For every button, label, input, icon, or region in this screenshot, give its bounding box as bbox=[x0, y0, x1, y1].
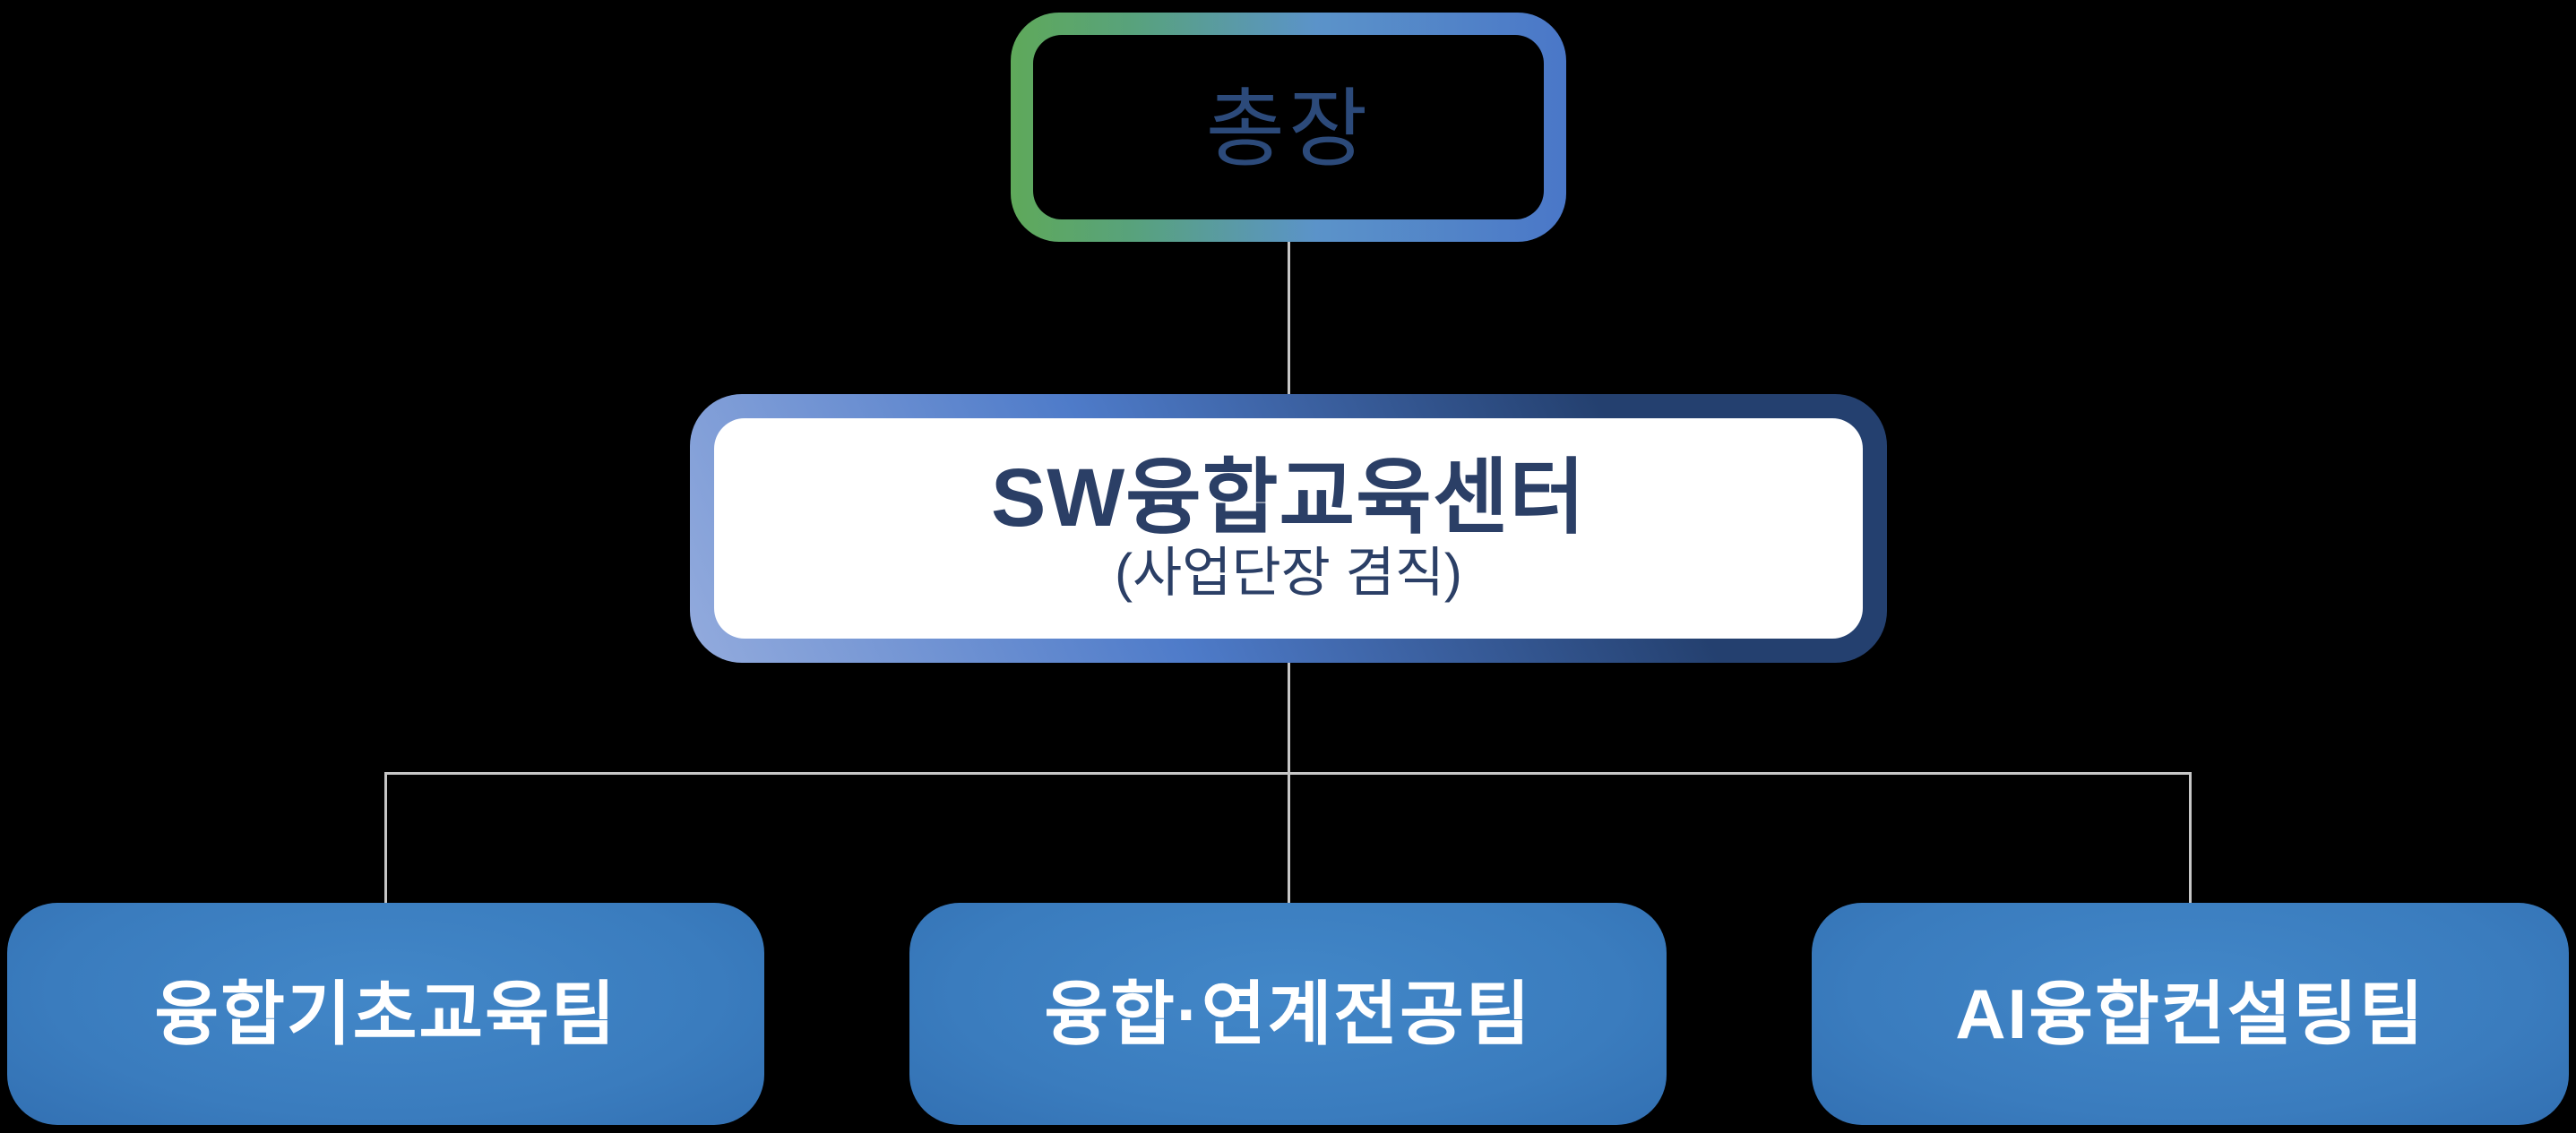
connector-center-down bbox=[1288, 663, 1290, 774]
connector-drop-right bbox=[2189, 772, 2192, 903]
connector-drop-left bbox=[384, 772, 387, 903]
team-node-ai-convergence-consulting: AI융합컨설팅팀 bbox=[1812, 903, 2569, 1125]
center-node-inner: SW융합교육센터 (사업단장 겸직) bbox=[714, 418, 1863, 639]
connector-root-to-center bbox=[1288, 242, 1290, 396]
center-node-subtitle: (사업단장 겸직) bbox=[1115, 543, 1462, 603]
connector-drop-center bbox=[1288, 772, 1290, 903]
center-node-title: SW융합교육센터 bbox=[990, 452, 1587, 544]
team-node-convergence-basic-education: 융합기초교육팀 bbox=[7, 903, 764, 1125]
team-node-label: 융합기초교육팀 bbox=[154, 974, 617, 1053]
root-node: 총장 bbox=[1011, 13, 1566, 242]
center-node: SW융합교육센터 (사업단장 겸직) bbox=[690, 394, 1887, 663]
team-node-convergence-linked-major: 융합·연계전공팀 bbox=[909, 903, 1667, 1125]
team-node-label: 융합·연계전공팀 bbox=[1044, 974, 1532, 1053]
root-node-inner: 총장 bbox=[1033, 35, 1544, 219]
team-node-label: AI융합컨설팅팀 bbox=[1955, 974, 2425, 1053]
root-node-label: 총장 bbox=[1205, 82, 1372, 177]
